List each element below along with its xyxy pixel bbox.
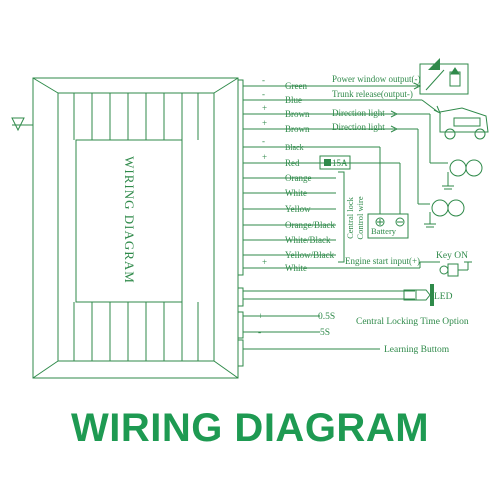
led-circuit (242, 288, 431, 306)
engine-start-circuit (330, 261, 472, 277)
central-lock-bracket (338, 171, 345, 263)
fuse-label: 15A (332, 158, 348, 168)
central-lock-line2: Control wire (355, 196, 365, 239)
fuse (319, 155, 351, 170)
time-option-05s: 0.5S (318, 312, 335, 322)
wire-color-label: White/Black (285, 235, 331, 245)
led-label: LED (434, 292, 453, 302)
wire-sign: + (262, 103, 267, 113)
wire-color-label: Brown (285, 124, 310, 134)
wire-color-label: Yellow (285, 204, 311, 214)
time-sign-minus: - (258, 328, 261, 338)
wire-color-label: Red (285, 158, 300, 168)
wire-sign: - (262, 75, 265, 85)
wire-color-label: Orange (285, 173, 312, 183)
wire-sign: + (262, 118, 267, 128)
wire-function-label: Trunk release(output-) (332, 89, 413, 99)
battery (367, 213, 409, 239)
direction-light-1 (330, 110, 483, 190)
page-title: WIRING DIAGRAM (70, 406, 430, 450)
wire-lines (243, 85, 336, 269)
time-option-5s: 5S (320, 328, 330, 338)
window-icon (428, 58, 440, 70)
function-labels: 15A Battery Central lock Control wire Ke… (258, 158, 469, 355)
wire-function-label: Engine start input(+) (345, 256, 420, 266)
wire-color-label: Yellow/Black (285, 250, 335, 260)
wire-function-label: Direction light (332, 108, 385, 118)
central-lock-line1: Central lock (345, 196, 355, 239)
wire-function-label: Direction light (332, 122, 385, 132)
wire-sign: + (262, 257, 267, 267)
direction-light-2 (330, 125, 465, 228)
wire-color-label: Orange/Black (285, 220, 335, 230)
wire-color-label: Green (285, 81, 307, 91)
fuse-element (324, 159, 331, 166)
power-window-output (330, 63, 469, 95)
wire-function-label: Power window output(-) (332, 74, 421, 84)
wire-color-label: Blue (285, 95, 302, 105)
wire-sign: + (262, 152, 267, 162)
key-label: Key ON (436, 251, 468, 261)
wire-color-label: Brown (285, 109, 310, 119)
wire-sign: - (262, 89, 265, 99)
module-label-panel (75, 139, 183, 303)
time-option-label: Central Locking Time Option (356, 317, 469, 327)
time-sign-plus: + (258, 312, 263, 322)
led-icon (430, 284, 434, 306)
battery-label: Battery (371, 226, 397, 236)
wire-sign: - (262, 136, 265, 146)
ground-symbol (11, 117, 33, 132)
control-module (32, 77, 244, 379)
wire-labels: - Green Power window output(-) - Blue Trunk r… (262, 74, 421, 273)
learning-button-label: Learning Buttom (384, 345, 450, 355)
wire-color-label: White (285, 188, 307, 198)
time-option-wires (243, 315, 320, 333)
trunk-release-output (330, 99, 489, 140)
wire-color-label: White (285, 263, 307, 273)
wire-color-label: Black (285, 143, 304, 152)
power-circuit (283, 146, 409, 239)
module-label: WIRING DIAGRAM (122, 156, 137, 284)
